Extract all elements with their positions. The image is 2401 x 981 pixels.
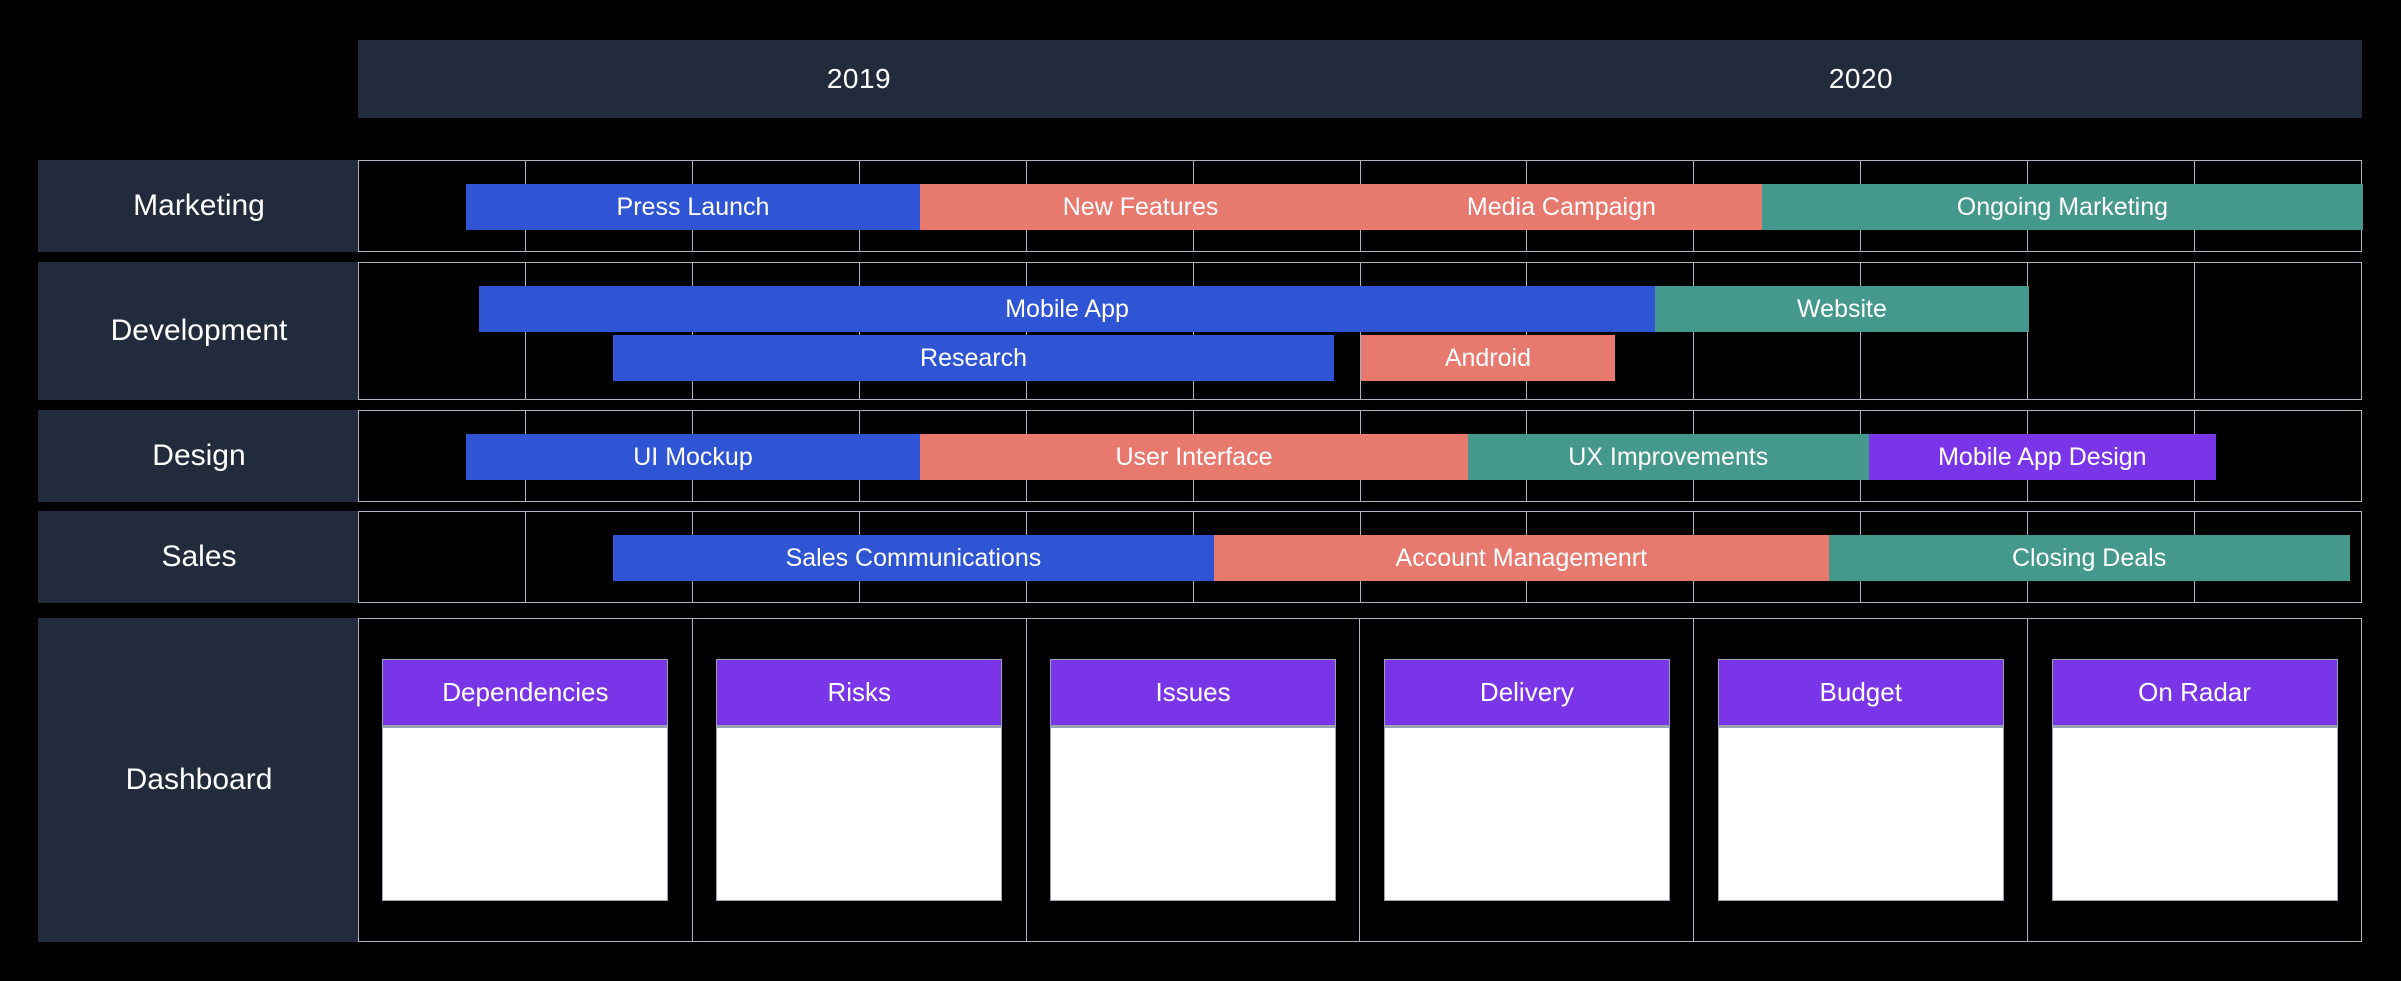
dashboard-card-body[interactable] [2052, 725, 2337, 900]
timeline-bar-label: User Interface [1115, 442, 1273, 471]
row-label-sales: Sales [38, 511, 360, 603]
row-track-design[interactable]: UI Mockup User Interface UX Improvements Mo… [358, 410, 2362, 502]
dashboard-card-body[interactable] [1718, 725, 2003, 900]
dashboard-card-title: Budget [1718, 660, 2003, 725]
timeline-bar[interactable]: Account Managemenrt [1214, 535, 1829, 581]
bar-lane: Research Android [359, 335, 2361, 381]
dashboard-card-title: Issues [1051, 660, 1336, 725]
dashboard-card-body[interactable] [717, 725, 1002, 900]
timeline-bar[interactable]: Media Campaign [1361, 184, 1762, 230]
timeline-bar[interactable]: Research [612, 335, 1335, 381]
timeline-bar[interactable]: UI Mockup [465, 434, 921, 480]
dashboard-cell: Risks [693, 619, 1027, 941]
dashboard-card[interactable]: Issues [1051, 660, 1336, 900]
row-track-development[interactable]: Mobile App Website Research Android [358, 262, 2362, 400]
row-label-marketing: Marketing [38, 160, 360, 252]
dashboard-cell: Budget [1694, 619, 2029, 941]
timeline-bar[interactable]: Sales Communications [612, 535, 1215, 581]
timeline-bar-label: Media Campaign [1466, 192, 1656, 221]
dashboard-card-body[interactable] [1051, 725, 1336, 900]
timeline-bar[interactable]: Mobile App Design [1868, 434, 2217, 480]
row-track-sales[interactable]: Sales Communications Account Managemenrt C… [358, 511, 2362, 603]
dashboard-cell: On Radar [2028, 619, 2361, 941]
timeline-bar[interactable]: Press Launch [465, 184, 921, 230]
timeline-bar-label: Research [920, 343, 1028, 372]
timeline-bar-label: Website [1797, 294, 1887, 323]
bar-lane: Press Launch New Features Media Campaign On… [359, 184, 2363, 230]
dashboard-card[interactable]: Risks [717, 660, 1002, 900]
timeline-bar-label: New Features [1062, 192, 1219, 221]
row-label-dashboard: Dashboard [38, 618, 360, 942]
timeline-bar-label: Mobile App Design [1938, 442, 2147, 471]
timeline-bar-label: UI Mockup [633, 442, 753, 471]
dashboard-card[interactable]: On Radar [2052, 660, 2337, 900]
dashboard-card-title: Dependencies [383, 660, 668, 725]
year-header-cell: 2020 [1828, 63, 1894, 94]
dashboard-cell: Dependencies [359, 619, 693, 941]
timeline-bar-label: Account Managemenrt [1395, 543, 1648, 572]
bar-lane: Sales Communications Account Managemenrt C… [359, 535, 2361, 581]
bar-lane: UI Mockup User Interface UX Improvements Mo… [359, 434, 2361, 480]
dashboard-cell: Issues [1027, 619, 1361, 941]
timeline-bar[interactable]: Closing Deals [1828, 535, 2350, 581]
bar-lane: Mobile App Website [359, 286, 2361, 332]
dashboard-track: Dependencies Risks Issues Delivery Budget On … [358, 618, 2362, 942]
dashboard-cell: Delivery [1360, 619, 1695, 941]
timeline-bar-label: Sales Communications [785, 543, 1042, 572]
timeline-bar-label: Android [1444, 343, 1531, 372]
dashboard-card[interactable]: Dependencies [383, 660, 668, 900]
timeline-bar-label: Ongoing Marketing [1956, 192, 2168, 221]
dashboard-card-title: On Radar [2052, 660, 2337, 725]
timeline-year-header: 2019 2020 [358, 40, 2362, 118]
dashboard-card-body[interactable] [1384, 725, 1669, 900]
timeline-bar[interactable]: Ongoing Marketing [1761, 184, 2363, 230]
row-track-marketing[interactable]: Press Launch New Features Media Campaign On… [358, 160, 2363, 252]
dashboard-card[interactable]: Budget [1718, 660, 2003, 900]
dashboard-card-body[interactable] [383, 725, 668, 900]
timeline-bar[interactable]: New Features [920, 184, 1361, 230]
row-label-design: Design [38, 410, 360, 502]
timeline-bar[interactable]: Website [1654, 286, 2029, 332]
dashboard-card[interactable]: Delivery [1384, 660, 1669, 900]
dashboard-card-title: Delivery [1384, 660, 1669, 725]
timeline-bar[interactable]: User Interface [920, 434, 1468, 480]
timeline-bar[interactable]: Mobile App [479, 286, 1655, 332]
year-header-cell: 2019 [826, 63, 892, 94]
row-label-development: Development [38, 262, 360, 400]
timeline-bar-label: UX Improvements [1568, 442, 1769, 471]
timeline-bar-label: Press Launch [616, 192, 770, 221]
dashboard-card-title: Risks [717, 660, 1002, 725]
timeline-bar-label: Mobile App [1005, 294, 1129, 323]
timeline-bar-label: Closing Deals [2011, 543, 2167, 572]
timeline-bar[interactable]: UX Improvements [1467, 434, 1869, 480]
timeline-bar[interactable]: Android [1361, 335, 1615, 381]
